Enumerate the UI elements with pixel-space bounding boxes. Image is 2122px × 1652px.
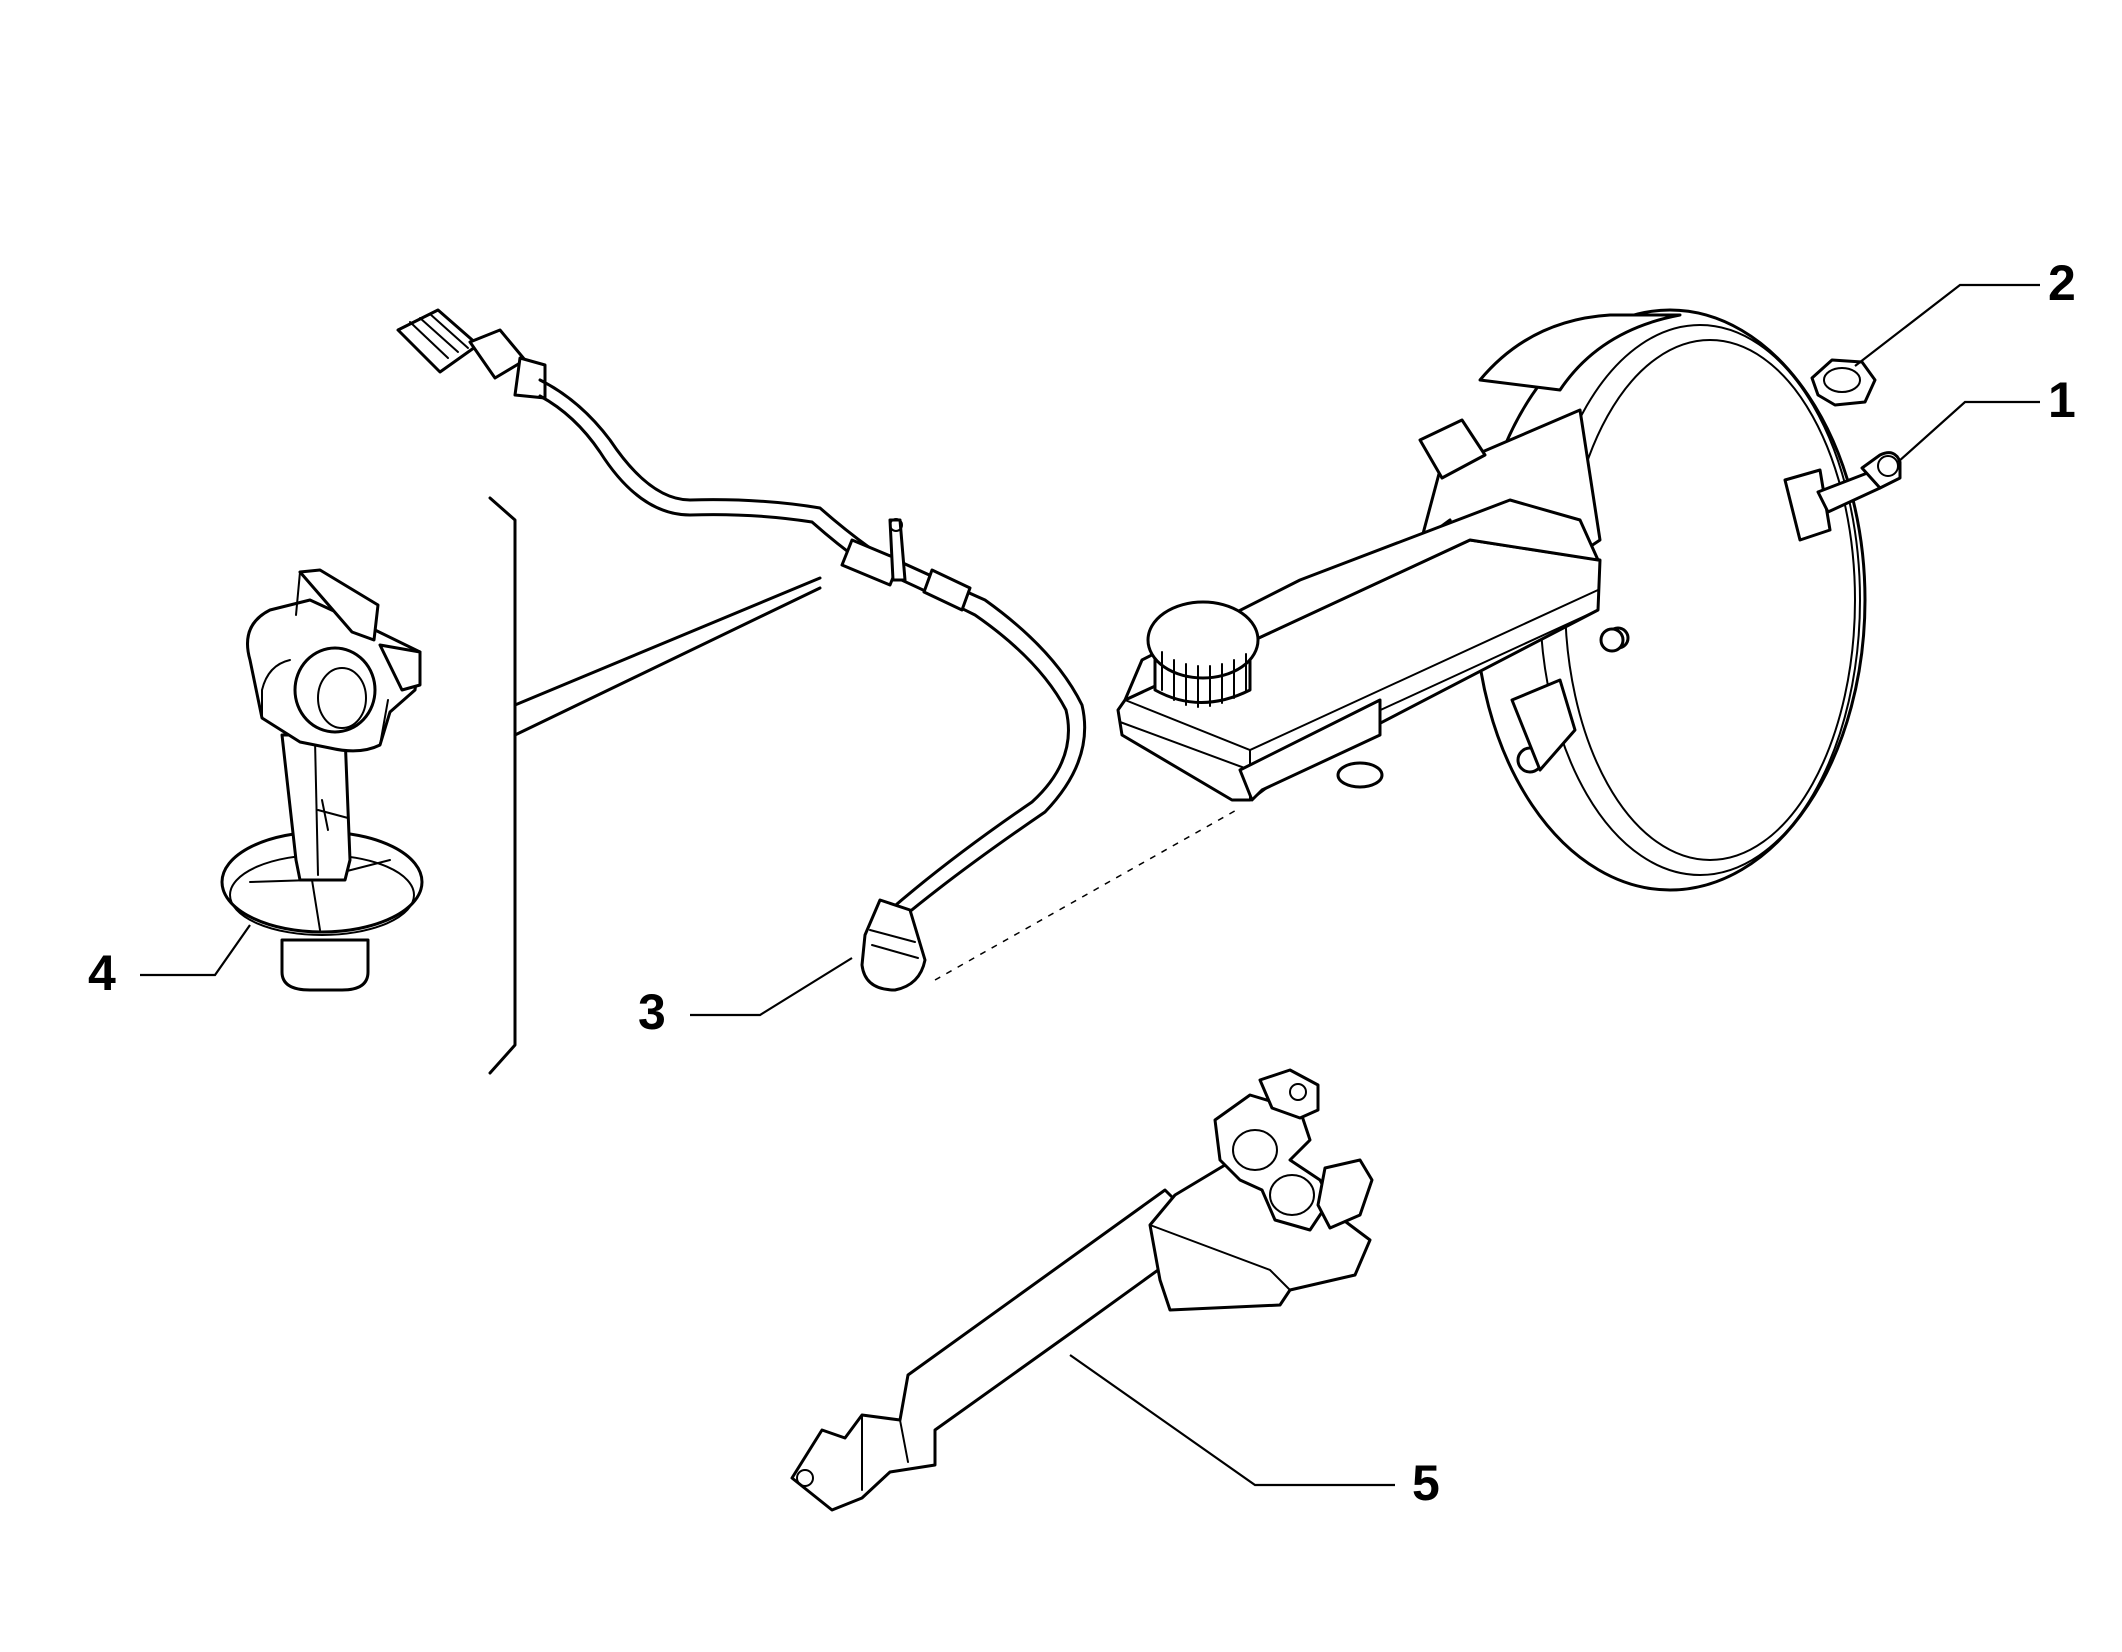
callout-5-label: 5 <box>1412 1455 1440 1511</box>
part-3-sensor-cable <box>396 308 1087 992</box>
callout-2-label: 2 <box>2048 255 2076 311</box>
callout-1-label: 1 <box>2048 372 2076 428</box>
callout-4: 4 <box>88 924 251 1001</box>
part-2-nut <box>1810 358 1877 407</box>
callout-3: 3 <box>638 957 853 1040</box>
callout-2: 2 <box>1854 255 2076 367</box>
callout-1: 1 <box>1897 372 2076 463</box>
assembly-dashed-line <box>934 807 1241 981</box>
callout-3-label: 3 <box>638 984 666 1040</box>
cable-connector <box>396 308 547 400</box>
part-1-brake-booster <box>1116 308 1902 892</box>
part-1-push-rod-bolt <box>1860 451 1902 490</box>
part-5-mounting-bracket <box>790 1068 1374 1512</box>
reservoir-filler-cap <box>1146 600 1260 708</box>
part-4-cable-clip <box>220 568 424 992</box>
bracket-clip-housing <box>1213 1068 1374 1232</box>
callout-4-label: 4 <box>88 945 116 1001</box>
callout-5: 5 <box>1069 1354 1440 1511</box>
group-bracket <box>488 496 822 1075</box>
